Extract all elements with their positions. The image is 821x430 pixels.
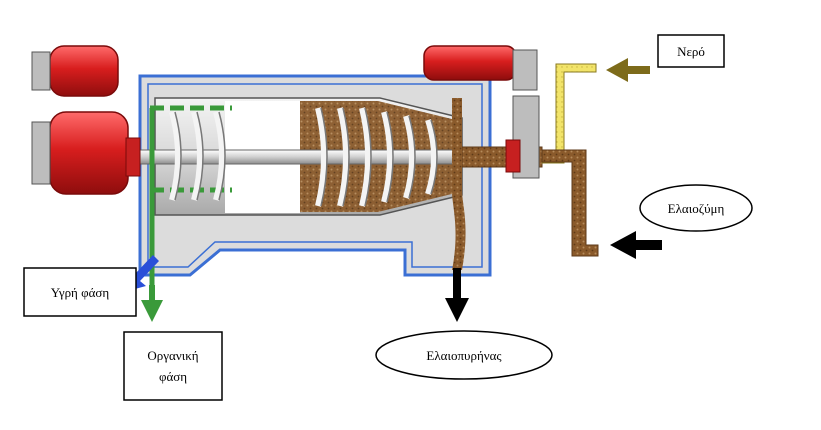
organic-phase-label-line2: φάση <box>159 369 187 384</box>
screw-flight-shadow <box>342 107 350 207</box>
pomace-arrow-icon <box>445 268 469 322</box>
paste-inlet-pipe <box>541 149 599 257</box>
paste-label-text: Ελαιοζύμη <box>668 201 725 216</box>
screw-flight-shadow <box>218 111 226 201</box>
screw-flight <box>191 111 203 201</box>
screw-flight <box>425 119 437 195</box>
water-arrow-icon <box>606 58 650 82</box>
water-label: Νερό <box>657 34 725 68</box>
left-motor-assembly <box>31 45 141 195</box>
screw-flight-shadow <box>174 111 182 201</box>
water-label-text: Νερό <box>677 44 705 59</box>
paste-label: Ελαιοζύμη <box>639 184 753 232</box>
screw-flight-shadow <box>364 107 372 207</box>
screw-flight <box>359 107 371 207</box>
screw-flight <box>403 115 415 199</box>
liquid-phase-label-text: Υγρή φάση <box>51 285 110 300</box>
pomace-label: Ελαιοπυρήνας <box>375 330 553 380</box>
pomace-discharge-stream <box>452 98 466 270</box>
screw-conveyor <box>169 107 438 207</box>
paste-arrow-icon <box>610 231 662 259</box>
lower-left-motor <box>49 111 129 195</box>
screw-flight-shadow <box>320 107 328 207</box>
screw-flight-shadow <box>408 115 416 199</box>
organic-phase-arrow-icon <box>141 285 163 322</box>
organic-phase-label-line1: Οργανική <box>147 348 198 363</box>
screw-flight-shadow <box>196 111 204 201</box>
water-inlet-pipe <box>541 63 597 164</box>
pomace-label-text: Ελαιοπυρήνας <box>426 348 502 363</box>
screw-flight <box>381 111 393 203</box>
screw-flight-shadow <box>430 119 438 195</box>
upper-right-motor <box>423 45 517 81</box>
screw-flight <box>315 107 327 207</box>
liquid-phase-label: Υγρή φάση <box>23 267 137 317</box>
screw-flight <box>169 111 181 201</box>
right-motor-assembly <box>423 45 540 179</box>
screw-flight <box>337 107 349 207</box>
upper-left-motor <box>49 45 119 97</box>
organic-phase-label: Οργανική φάση <box>123 331 223 401</box>
screw-flight <box>213 111 225 201</box>
screw-flight-shadow <box>386 111 394 203</box>
